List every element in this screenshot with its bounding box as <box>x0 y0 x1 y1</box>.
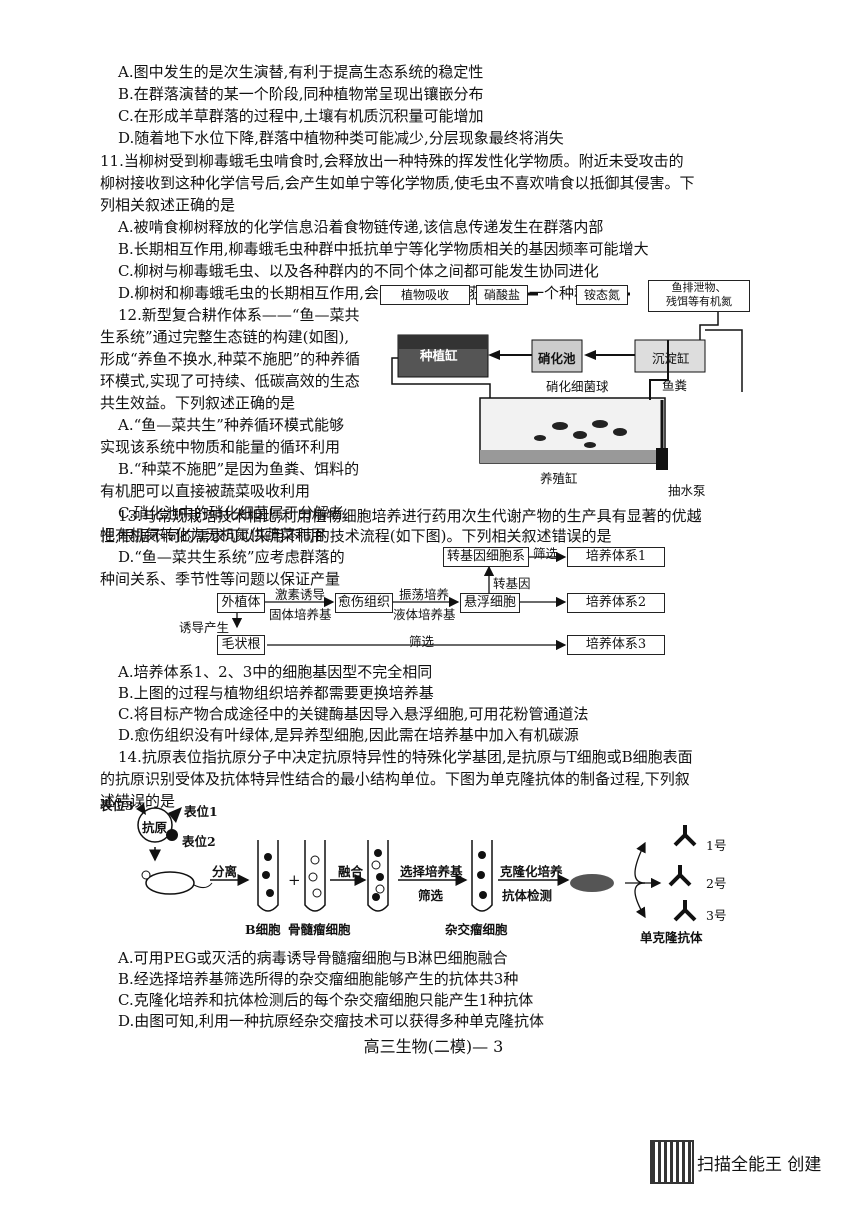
hairy-root-box: 毛状根 <box>217 635 265 655</box>
myeloma-cell-label: 骨髓瘤细胞 <box>288 922 351 937</box>
transgene-label: 转基因 <box>493 576 531 591</box>
suspension-cell-box: 悬浮细胞 <box>460 593 520 613</box>
plus-label: + <box>288 871 301 889</box>
q12-option-d: 种间关系、季节性等问题以保证产量 <box>100 570 341 588</box>
q12-option-b: B.“种菜不施肥”是因为鱼粪、饵料的 <box>118 460 360 478</box>
flowchart-arrows <box>231 551 567 651</box>
epitope-2-label: 表位2 <box>182 834 216 849</box>
solid-medium-label: 固体培养基 <box>269 607 332 622</box>
hybridoma-label: 杂交瘤细胞 <box>445 922 508 937</box>
screening-label-3: 筛选 <box>409 634 435 649</box>
epitope-3-label: 表位3 <box>100 798 134 813</box>
pump-label: 抽水泵 <box>668 483 706 498</box>
q10-option-a: A.图中发生的是次生演替,有利于提高生态系统的稳定性 <box>118 63 484 81</box>
aquaponics-figure: 植物吸收 硝酸盐 铵态氮 鱼排泄物、 残饵等有机氮 种植缸 硝化池 沉淀缸 硝化… <box>380 280 760 500</box>
q13-stem: 13.与常规栽培技术相比,利用植物细胞培养进行药用次生代谢产物的生产具有显著的优… <box>118 507 702 525</box>
q12-option-d: D.“鱼—菜共生系统”应考虑群落的 <box>118 548 345 566</box>
explant-box: 外植体 <box>217 593 265 613</box>
mab-diagram <box>136 803 697 922</box>
epitope-1-label: 表位1 <box>184 804 218 819</box>
q12-option-a: A.“鱼—菜共生”种养循环模式能够 <box>118 416 344 434</box>
nitrification-pool-label: 硝化池 <box>538 351 576 366</box>
shaking-culture-label: 振荡培养 <box>399 587 450 602</box>
organic-label-2: 残饵等有机氮 <box>666 295 732 308</box>
q14-option-a: A.可用PEG或灭活的病毒诱导骨髓瘤细胞与B淋巴细胞融合 <box>118 949 508 967</box>
q13-option-a: A.培养体系1、2、3中的细胞基因型不完全相同 <box>118 663 433 681</box>
antibody-1-label: 1号 <box>706 838 727 853</box>
qr-code-icon <box>650 1140 694 1184</box>
q12-stem: 环模式,实现了可持续、低碳高效的生态 <box>100 372 360 390</box>
q12-option-b: 有机肥可以直接被蔬菜吸收利用 <box>100 482 311 500</box>
q11-stem: 11.当柳树受到柳毒蛾毛虫啃食时,会释放出一种特殊的挥发性化学物质。附近未受攻击… <box>100 152 684 170</box>
q11-option-c: C.柳树与柳毒蛾毛虫、以及各种群内的不同个体之间都可能发生协同进化 <box>118 262 599 280</box>
callus-box: 愈伤组织 <box>335 593 393 613</box>
q13-option-c: C.将目标产物合成途径中的关键酶基因导入悬浮细胞,可用花粉管通道法 <box>118 705 589 723</box>
planting-tank-label: 种植缸 <box>420 348 458 363</box>
culture-system-2-box: 培养体系2 <box>567 593 665 613</box>
selection-medium-label: 选择培养基 <box>400 864 463 879</box>
q12-stem: 形成“养鱼不换水,种菜不施肥”的种养循 <box>100 350 361 368</box>
q14-option-b: B.经选择培养基筛选所得的杂交瘤细胞能够产生的抗体共3种 <box>118 970 519 988</box>
induce-label: 诱导产生 <box>179 620 230 635</box>
antigen-label: 抗原 <box>142 820 168 835</box>
sediment-tank-label: 沉淀缸 <box>652 351 690 366</box>
q13-option-b: B.上图的过程与植物组织培养都需要更换培养基 <box>118 684 434 702</box>
transgenic-cell-line-box: 转基因细胞系 <box>443 547 529 567</box>
clone-culture-label: 克隆化培养 <box>500 864 563 879</box>
screening-label: 筛选 <box>418 888 444 903</box>
q11-option-a: A.被啃食柳树释放的化学信息沿着食物链传递,该信息传递发生在群落内部 <box>118 218 604 236</box>
q12-stem: 12.新型复合耕作体系——“鱼—菜共 <box>118 306 360 324</box>
b-cell-label: B细胞 <box>245 922 281 937</box>
fish-tank-label: 养殖缸 <box>540 471 578 486</box>
screening-label-1: 筛选 <box>533 546 559 561</box>
nitrifying-bacteria-ball-label: 硝化细菌球 <box>546 379 609 394</box>
organic-nitrogen-box: 鱼排泄物、 残饵等有机氮 <box>648 280 750 312</box>
culture-system-3-box: 培养体系3 <box>567 635 665 655</box>
liquid-medium-label: 液体培养基 <box>393 607 456 622</box>
q14-stem: 的抗原识别受体及抗体特异性结合的最小结构单位。下图为单克隆抗体的制备过程,下列叙 <box>100 770 690 788</box>
plant-absorb-box: 植物吸收 <box>380 285 470 305</box>
antibody-2-label: 2号 <box>706 876 727 891</box>
q10-option-d: D.随着地下水位下降,群落中植物种类可能减少,分层现象最终将消失 <box>118 129 564 147</box>
q11-stem: 列相关叙述正确的是 <box>100 196 236 214</box>
ammonium-box: 铵态氮 <box>576 285 628 305</box>
monoclonal-antibody-figure: 表位3 表位1 表位2 抗原 分离 + 融合 选择培养基 筛选 克隆化培养 抗体… <box>100 795 760 945</box>
q14-stem: 述错误的是 <box>100 792 176 810</box>
q14-option-d: D.由图可知,利用一种抗原经杂交瘤技术可以获得多种单克隆抗体 <box>118 1012 545 1030</box>
q10-option-c: C.在形成羊草群落的过程中,土壤有机质沉积量可能增加 <box>118 107 484 125</box>
q14-option-c: C.克隆化培养和抗体检测后的每个杂交瘤细胞只能产生1种抗体 <box>118 991 534 1009</box>
fusion-label: 融合 <box>338 864 364 879</box>
q13-option-d: D.愈伤组织没有叶绿体,是异养型细胞,因此需在培养基中加入有机碳源 <box>118 726 579 744</box>
q12-stem: 共生效益。下列叙述正确的是 <box>100 394 296 412</box>
fish-feces-label: 鱼粪 <box>662 378 688 393</box>
q12-option-c: C.硝化池中的硝化细菌属于分解者, <box>118 504 349 522</box>
separate-label: 分离 <box>212 864 238 879</box>
q13-stem: 性,根据不同的需求可以采用不同的技术流程(如下图)。下列相关叙述错误的是 <box>100 527 612 545</box>
q11-stem: 柳树接收到这种化学信号后,会产生如单宁等化学物质,使毛虫不喜欢啃食以抵御其侵害。… <box>100 174 695 192</box>
organic-label: 鱼排泄物、 <box>671 281 727 294</box>
q12-option-c: 把有机氮转化为无机氮供蔬菜利用 <box>100 526 326 544</box>
plant-culture-flowchart: 转基因细胞系 培养体系1 外植体 愈伤组织 悬浮细胞 培养体系2 毛状根 培养体… <box>175 545 675 660</box>
scanner-watermark: 扫描全能王 创建 <box>697 1155 822 1175</box>
antibody-test-label: 抗体检测 <box>502 888 553 903</box>
q11-option-b: B.长期相互作用,柳毒蛾毛虫种群中抵抗单宁等化学物质相关的基因频率可能增大 <box>118 240 649 258</box>
page-footer: 高三生物(二模)— 3 <box>363 1037 504 1056</box>
q10-option-b: B.在群落演替的某一个阶段,同种植物常呈现出镶嵌分布 <box>118 85 484 103</box>
antibody-3-label: 3号 <box>706 908 727 923</box>
culture-system-1-box: 培养体系1 <box>567 547 665 567</box>
monoclonal-antibody-label: 单克隆抗体 <box>640 930 703 945</box>
hormone-induction-label: 激素诱导 <box>275 587 326 602</box>
q12-option-a: 实现该系统中物质和能量的循环利用 <box>100 438 341 456</box>
q12-stem: 生系统”通过完整生态链的构建(如图), <box>100 328 350 346</box>
nitrate-box: 硝酸盐 <box>476 285 528 305</box>
q14-stem: 14.抗原表位指抗原分子中决定抗原特异性的特殊化学基团,是抗原与T细胞或B细胞表… <box>118 748 693 766</box>
